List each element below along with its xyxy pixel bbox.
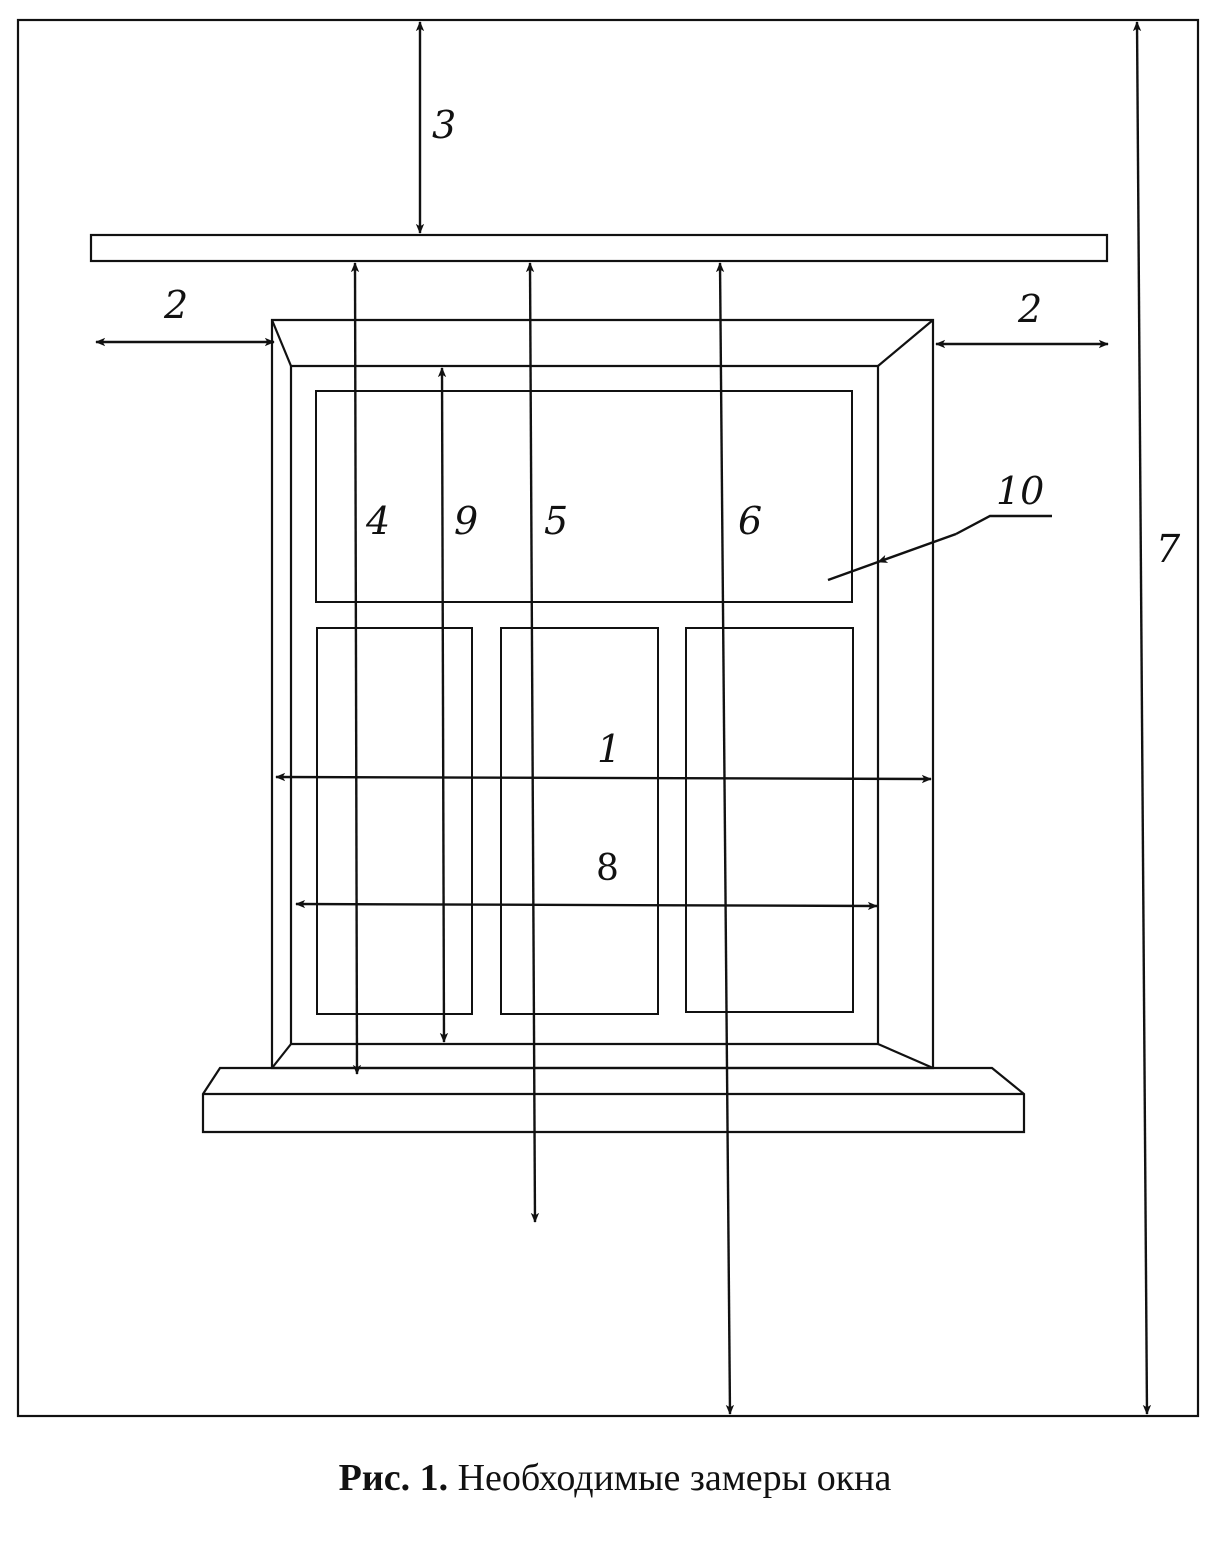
- label-2-left: 2: [163, 283, 188, 327]
- label-10: 10: [996, 469, 1044, 513]
- label-7: 7: [1156, 527, 1181, 571]
- figure-caption: Рис. 1. Необходимые замеры окна: [0, 1456, 1230, 1500]
- glass-pane-bottom-right: [685, 627, 854, 1013]
- label-2-right: 2: [1017, 287, 1042, 331]
- dimension-arrow-5: [525, 262, 540, 1223]
- window-frame-outer: [270, 318, 935, 1070]
- glass-pane-bottom-left: [316, 627, 473, 1015]
- label-6: 6: [738, 499, 762, 543]
- bevel-bottom-left: [271, 1043, 292, 1069]
- label-1: 1: [597, 727, 621, 771]
- dimension-arrow-1: [275, 772, 932, 784]
- dimension-arrow-6: [715, 262, 735, 1415]
- label-5: 5: [544, 499, 568, 543]
- figure-caption-text: Необходимые замеры окна: [457, 1457, 892, 1499]
- bevel-top-right: [877, 319, 934, 367]
- dimension-arrow-4: [350, 262, 362, 1075]
- figure-label: Рис. 1.: [338, 1457, 449, 1499]
- glass-pane-bottom-middle: [500, 627, 659, 1015]
- dimension-arrow-7: [1132, 21, 1152, 1415]
- leader-arrow-10: [877, 532, 957, 564]
- bevel-bottom-right: [877, 1042, 934, 1070]
- wall-outline: [16, 18, 1200, 1418]
- label-9: 9: [454, 499, 478, 543]
- label-3: 3: [432, 103, 456, 147]
- window-sill: [201, 1066, 1026, 1134]
- dimension-arrow-9: [437, 367, 449, 1043]
- dimension-arrow-8: [295, 899, 878, 911]
- label-8: 8: [596, 848, 619, 889]
- glass-pane-top: [315, 390, 853, 603]
- label-4: 4: [365, 499, 390, 543]
- bevel-top-left: [270, 319, 293, 367]
- leader-tail-10: [827, 560, 879, 582]
- curtain-rod: [89, 233, 1109, 263]
- window-frame-inner: [289, 364, 880, 1046]
- leader-line-10: [955, 514, 1052, 536]
